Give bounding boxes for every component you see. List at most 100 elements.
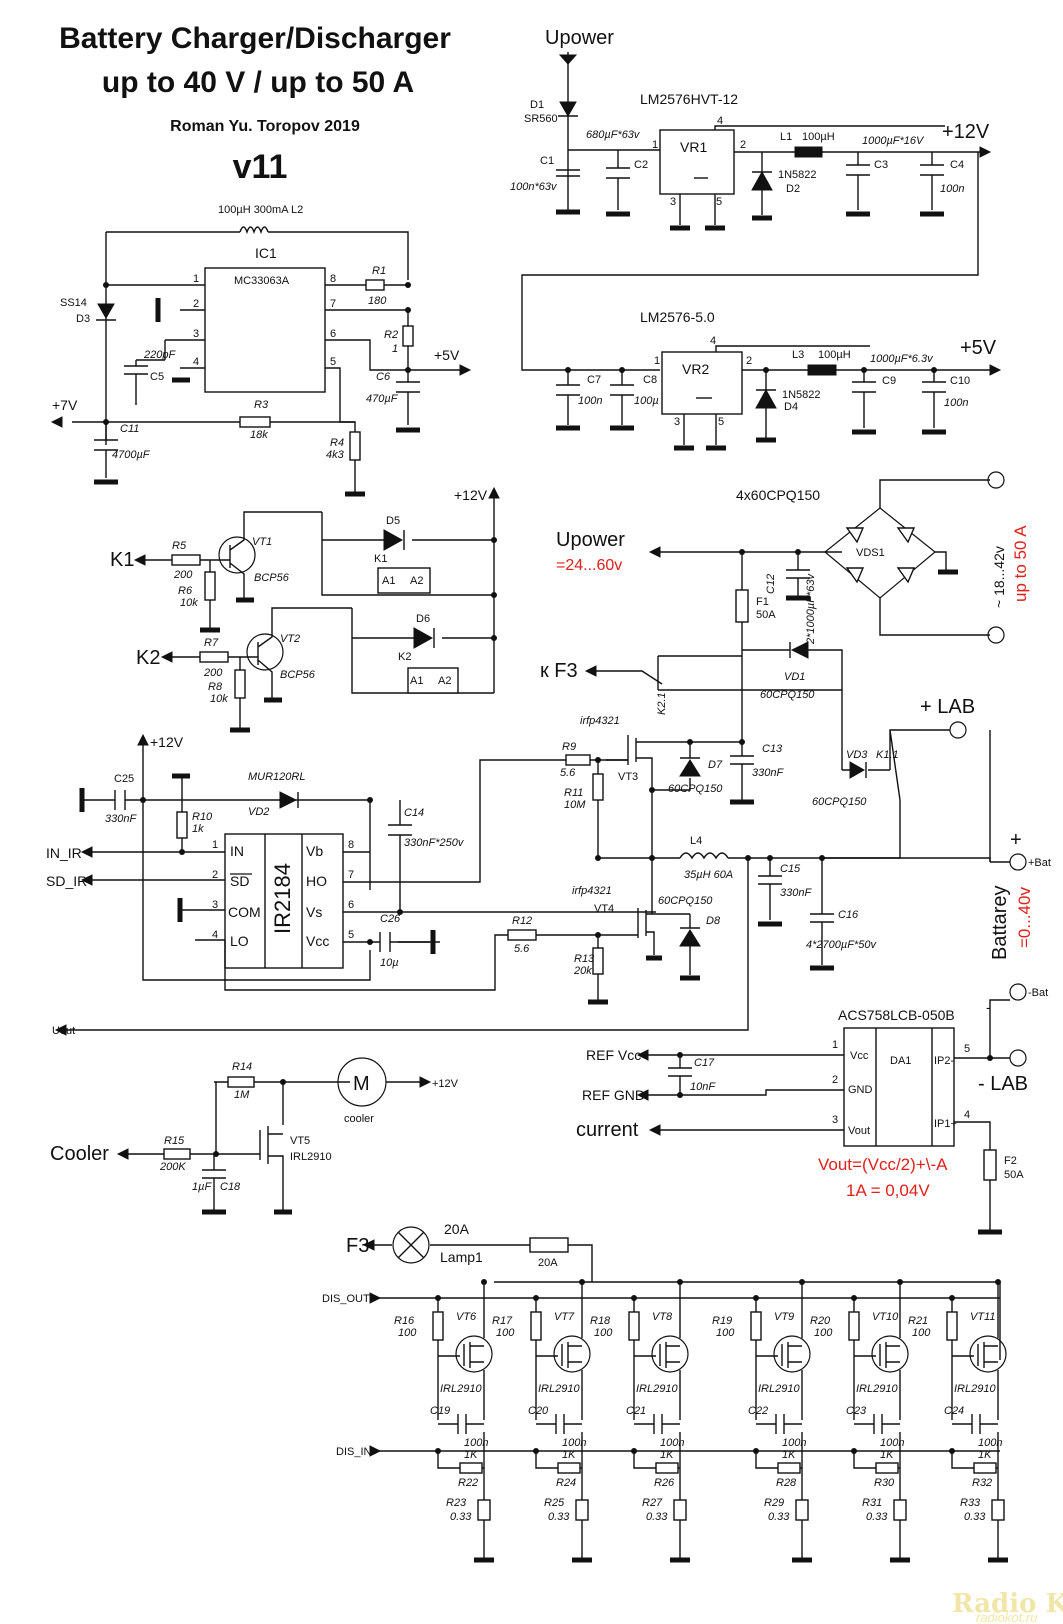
discharge-stages: R16100VT6IRL2910C19100n1KR22R230.33R1710… (394, 1279, 1008, 1563)
d3-type: SS14 (60, 297, 87, 309)
vr2-regulator (661, 351, 743, 415)
f1-fuse (735, 589, 749, 623)
mosfet-label: VT9 (774, 1311, 794, 1323)
c18-value: 1µF (192, 1181, 212, 1193)
capacitor-value: 100n (978, 1437, 1002, 1449)
gate-resistor (432, 1311, 444, 1341)
discharger-block: F3 20A Lamp1 20A DIS_OUT DIS_IN R16100VT… (322, 1221, 1008, 1563)
shunt-resistor (575, 1499, 589, 1521)
c14-label: C14 (404, 807, 424, 819)
c11-label: C11 (120, 423, 139, 435)
stage-wiring (437, 1282, 485, 1558)
vr1-pin2: 2 (740, 139, 746, 151)
c18-label: C18 (220, 1181, 241, 1193)
bat-minus-terminal (1009, 983, 1027, 1001)
d8-diode-symbol (679, 929, 701, 947)
k2-relay-coil (407, 667, 459, 694)
gate-resistor (530, 1311, 542, 1341)
series-resistor-label: R30 (874, 1477, 895, 1489)
c6-value: 470µF (366, 393, 399, 405)
title-line2: up to 40 V / up to 50 A (102, 66, 414, 99)
cooler-block: Cooler R15 200K R14 1M 1µF C18 VT5 IRL29… (50, 1057, 459, 1215)
lab-minus-terminal (1009, 1049, 1027, 1067)
c16-value: 4*2700µF*50v (806, 939, 877, 951)
vt3-type: irfp4321 (580, 715, 620, 727)
lab-minus-label: - LAB (978, 1073, 1028, 1095)
mosfet-leads (659, 1342, 680, 1368)
ic1-pin6: 6 (330, 328, 336, 340)
series-resistor-value: 1K (978, 1449, 992, 1461)
series-resistor (875, 1462, 899, 1474)
shunt-resistor (795, 1499, 809, 1521)
r2-label: R2 (384, 329, 398, 341)
c12-label: C12 (765, 574, 777, 594)
f2-value: 50A (1004, 1169, 1024, 1181)
c6-label: C6 (376, 371, 391, 383)
scale: 1A = 0,04V (846, 1181, 930, 1200)
gate-resistor (946, 1311, 958, 1341)
uout-label: Uout (52, 1025, 75, 1037)
vr2-pin2: 2 (746, 355, 752, 367)
c25-label: C25 (114, 773, 134, 785)
pin-sd-label: SD (230, 873, 249, 889)
ac-terminal-top (987, 471, 1005, 489)
vt5-label: VT5 (290, 1135, 310, 1147)
r11-resistor (592, 773, 604, 801)
r4-value: 4k3 (326, 449, 345, 461)
lamp-fuse (529, 1237, 569, 1253)
formula: Vout=(Vcc/2)+\-A (818, 1155, 948, 1174)
shunt-label: R33 (960, 1497, 981, 1509)
ic1-pin3: 3 (193, 328, 199, 340)
capacitor-label: C20 (528, 1405, 549, 1417)
mosfet-label: VT7 (554, 1311, 575, 1323)
ic1-pin4: 4 (193, 356, 199, 368)
vr2-pin3: 3 (674, 416, 680, 428)
shunt-label: R27 (642, 1497, 663, 1509)
ic1-pin7: 7 (330, 298, 336, 310)
ir2184-label: IR2184 (270, 863, 295, 934)
series-resistor (557, 1462, 581, 1474)
c1-label: C1 (540, 155, 554, 167)
ic1-pin8: 8 (330, 273, 336, 285)
r4-resistor (349, 431, 361, 461)
pin5-num: 5 (964, 1043, 970, 1055)
wire-12v-to-vr2 (521, 152, 979, 371)
motor-label: cooler (344, 1113, 374, 1125)
ir2184-chip (224, 833, 344, 969)
da1-label: DA1 (890, 1055, 911, 1067)
title-line1: Battery Charger/Discharger (59, 22, 451, 55)
capacitor-label: C24 (944, 1405, 964, 1417)
r15-resistor (163, 1148, 191, 1160)
c14-value: 330nF*250v (404, 837, 465, 849)
capacitor-label: C21 (626, 1405, 646, 1417)
junction-dot (851, 1448, 857, 1454)
lamp-current: 20A (444, 1221, 470, 1237)
r13-label: R13 (574, 953, 595, 965)
shunt-value: 0.33 (646, 1511, 668, 1523)
vd3-diode-symbol (849, 761, 866, 779)
ac-range: ~ 18...42v (991, 546, 1007, 608)
upower-label: Upower (556, 529, 625, 551)
mosfet-type: IRL2910 (538, 1383, 580, 1395)
f2-label: F2 (1004, 1155, 1017, 1167)
series-resistor-value: 1K (880, 1449, 894, 1461)
k2-a1: A1 (410, 675, 423, 687)
watermark-site: radiokot.ru (976, 1610, 1037, 1624)
d2-type: 1N5822 (778, 169, 817, 181)
vd1-label: VD1 (784, 671, 805, 683)
vr1-pin5: 5 (716, 196, 722, 208)
mosfet-leads (977, 1342, 998, 1368)
driver-supply: +12V (150, 734, 184, 750)
k1-a1: A1 (382, 575, 395, 587)
ic1-pin2: 2 (193, 298, 199, 310)
vd2-label: VD2 (248, 806, 269, 818)
gate-resistor-label: R18 (590, 1315, 611, 1327)
d8-type: 60CPQ150 (658, 895, 713, 907)
d3-ref: D3 (76, 313, 90, 325)
stage-wiring (853, 1282, 901, 1558)
junction-dot (533, 1295, 539, 1301)
r10-value: 1k (192, 823, 204, 835)
pin1: 1 (212, 839, 218, 851)
junction-dot (799, 1279, 805, 1285)
r9-label: R9 (562, 741, 576, 753)
